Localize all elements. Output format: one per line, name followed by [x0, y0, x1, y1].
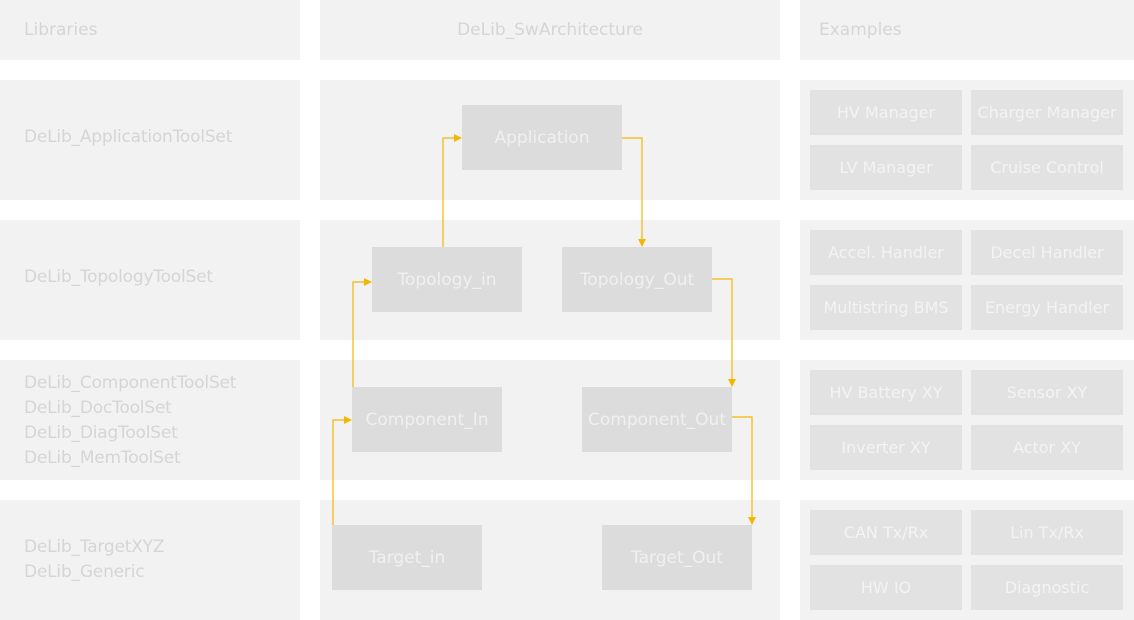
architecture-header-panel: DeLib_SwArchitecture: [320, 0, 780, 60]
example-box[interactable]: Decel Handler: [971, 230, 1123, 275]
library-item: DeLib_ApplicationToolSet: [24, 127, 233, 147]
topology-out-box[interactable]: Topology_Out: [562, 247, 712, 312]
example-box[interactable]: HV Manager: [810, 90, 962, 135]
example-box[interactable]: Sensor XY: [971, 370, 1123, 415]
example-box[interactable]: Cruise Control: [971, 145, 1123, 190]
target-in-box[interactable]: Target_in: [332, 525, 482, 590]
architecture-header: DeLib_SwArchitecture: [457, 20, 643, 40]
libraries-header: Libraries: [24, 20, 98, 40]
examples-panel-application: HV Manager Charger Manager LV Manager Cr…: [800, 80, 1134, 200]
examples-panel-component: HV Battery XY Sensor XY Inverter XY Acto…: [800, 360, 1134, 480]
library-panel-component: DeLib_ComponentToolSet DeLib_DocToolSet …: [0, 360, 300, 480]
examples-header-panel: Examples: [800, 0, 1134, 60]
component-in-box[interactable]: Component_In: [352, 387, 502, 452]
example-box[interactable]: CAN Tx/Rx: [810, 510, 962, 555]
example-box[interactable]: Diagnostic: [971, 565, 1123, 610]
library-item: DeLib_DiagToolSet: [24, 423, 178, 443]
examples-panel-target: CAN Tx/Rx Lin Tx/Rx HW IO Diagnostic: [800, 500, 1134, 620]
library-item: DeLib_TargetXYZ: [24, 537, 165, 557]
library-item: DeLib_MemToolSet: [24, 448, 181, 468]
library-item: DeLib_TopologyToolSet: [24, 267, 213, 287]
application-box[interactable]: Application: [462, 105, 622, 170]
library-panel-target: DeLib_TargetXYZ DeLib_Generic: [0, 500, 300, 620]
target-out-box[interactable]: Target_Out: [602, 525, 752, 590]
example-box[interactable]: Inverter XY: [810, 425, 962, 470]
example-box[interactable]: Multistring BMS: [810, 285, 962, 330]
library-item: DeLib_Generic: [24, 562, 145, 582]
topology-in-box[interactable]: Topology_in: [372, 247, 522, 312]
example-box[interactable]: Actor XY: [971, 425, 1123, 470]
example-box[interactable]: Lin Tx/Rx: [971, 510, 1123, 555]
library-item: DeLib_ComponentToolSet: [24, 373, 237, 393]
example-box[interactable]: Accel. Handler: [810, 230, 962, 275]
example-box[interactable]: Charger Manager: [971, 90, 1123, 135]
example-box[interactable]: HV Battery XY: [810, 370, 962, 415]
library-item: DeLib_DocToolSet: [24, 398, 172, 418]
example-box[interactable]: Energy Handler: [971, 285, 1123, 330]
component-out-box[interactable]: Component_Out: [582, 387, 732, 452]
example-box[interactable]: LV Manager: [810, 145, 962, 190]
example-box[interactable]: HW IO: [810, 565, 962, 610]
examples-header: Examples: [819, 20, 902, 40]
libraries-header-panel: Libraries: [0, 0, 300, 60]
library-panel-application: DeLib_ApplicationToolSet: [0, 80, 300, 200]
library-panel-topology: DeLib_TopologyToolSet: [0, 220, 300, 340]
examples-panel-topology: Accel. Handler Decel Handler Multistring…: [800, 220, 1134, 340]
